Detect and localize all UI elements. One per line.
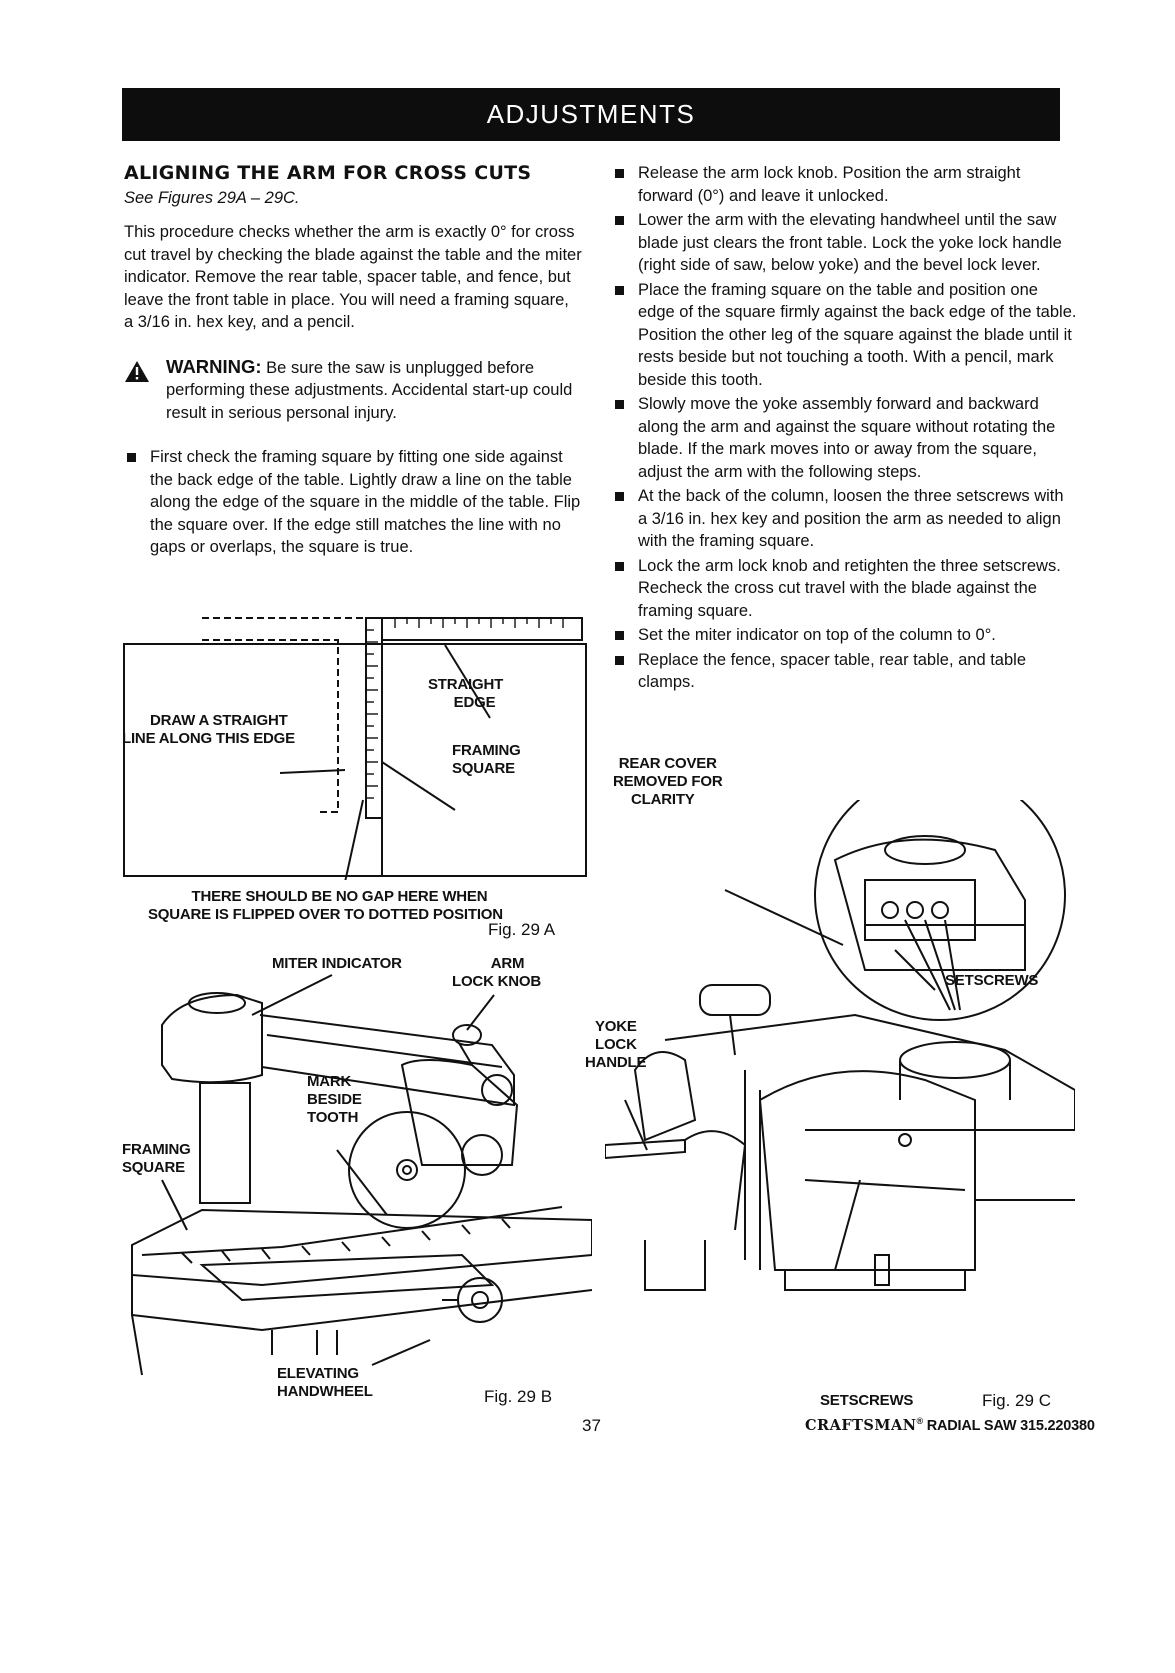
label-miter-indicator: MITER INDICATOR xyxy=(272,955,402,972)
label-elevating-handwheel: ELEVATING HANDWHEEL xyxy=(277,1365,373,1401)
label-line: SQUARE xyxy=(122,1159,185,1176)
note-no-gap: THERE SHOULD BE NO GAP HERE WHEN SQUARE … xyxy=(148,888,503,924)
footer-brand-model: CRAFTSMAN® RADIAL SAW 315.220380 xyxy=(805,1416,1095,1434)
left-column: ALIGNING THE ARM FOR CROSS CUTS See Figu… xyxy=(124,162,582,561)
label-arm-lock-knob: ARM LOCK KNOB xyxy=(452,955,541,991)
list-item: Replace the fence, spacer table, rear ta… xyxy=(612,649,1077,694)
page-number: 37 xyxy=(582,1416,601,1435)
warning-triangle-icon xyxy=(124,360,150,390)
label-setscrews-top: SETSCREWS xyxy=(945,972,1039,989)
section-heading: ALIGNING THE ARM FOR CROSS CUTS xyxy=(124,162,532,184)
warning-block: WARNING: Be sure the saw is unplugged be… xyxy=(124,356,582,425)
banner-title: ADJUSTMENTS xyxy=(486,99,696,129)
label-line: MARK xyxy=(307,1073,352,1090)
section-banner: ADJUSTMENTS xyxy=(122,88,1060,141)
list-item: Set the miter indicator on top of the co… xyxy=(612,624,1077,647)
label-line: SQUARE IS FLIPPED OVER TO DOTTED POSITIO… xyxy=(148,906,503,923)
figure-29a: DRAW A STRAIGHT LINE ALONG THIS EDGE STR… xyxy=(120,600,590,940)
radial-saw-illustration xyxy=(131,974,592,1376)
model-text: RADIAL SAW 315.220380 xyxy=(926,1417,1095,1434)
label-line: ARM xyxy=(490,955,525,972)
brand-logo-text: CRAFTSMAN xyxy=(805,1416,917,1434)
framing-square-diagram xyxy=(123,617,587,880)
label-yoke-lock-handle: YOKE LOCK HANDLE xyxy=(585,1018,647,1072)
label-line: TOOTH xyxy=(307,1109,359,1126)
label-line: HANDWHEEL xyxy=(277,1383,373,1400)
column-setscrews-illustration xyxy=(605,800,1075,1291)
label-line: DRAW A STRAIGHT xyxy=(150,712,288,729)
list-item: Lower the arm with the elevating handwhe… xyxy=(612,209,1077,277)
registered-mark: ® xyxy=(916,1416,923,1426)
label-framing-square: FRAMING SQUARE xyxy=(122,1141,191,1177)
label-line: FRAMING xyxy=(122,1141,191,1158)
label-line: REAR COVER xyxy=(618,755,717,772)
figure-29c: REAR COVER REMOVED FOR CLARITY SETSCREWS… xyxy=(585,755,1075,1409)
right-steps-list: Release the arm lock knob. Position the … xyxy=(612,162,1077,694)
label-line: LOCK xyxy=(595,1036,637,1053)
label-setscrews-bottom: SETSCREWS xyxy=(820,1392,914,1409)
label-straight-edge: STRAIGHT EDGE xyxy=(428,676,503,712)
list-item: Slowly move the yoke assembly forward an… xyxy=(612,393,1077,483)
left-steps-list: First check the framing square by fittin… xyxy=(124,446,582,559)
label-line: REMOVED FOR xyxy=(613,773,723,790)
figure-reference: See Figures 29A – 29C. xyxy=(124,188,300,207)
figure-caption: Fig. 29 C xyxy=(982,1391,1051,1410)
figure-29b: MITER INDICATOR ARM LOCK KNOB MARK BESID… xyxy=(122,955,592,1415)
label-line: FRAMING xyxy=(452,742,521,759)
label-line: SQUARE xyxy=(452,760,515,777)
list-item: At the back of the column, loosen the th… xyxy=(612,485,1077,553)
label-draw-line: DRAW A STRAIGHT LINE ALONG THIS EDGE xyxy=(122,712,295,748)
label-line: CLARITY xyxy=(631,791,695,808)
figure-caption: Fig. 29 B xyxy=(484,1387,553,1406)
label-line: LINE ALONG THIS EDGE xyxy=(122,730,295,747)
label-line: EDGE xyxy=(453,694,496,711)
right-column: Release the arm lock knob. Position the … xyxy=(612,162,1077,696)
label-framing-square: FRAMING SQUARE xyxy=(452,742,521,778)
list-item: Place the framing square on the table an… xyxy=(612,279,1077,392)
label-rear-cover-removed: REAR COVER REMOVED FOR CLARITY xyxy=(613,755,723,809)
list-item: Release the arm lock knob. Position the … xyxy=(612,162,1077,207)
intro-paragraph: This procedure checks whether the arm is… xyxy=(124,223,582,331)
list-item: First check the framing square by fittin… xyxy=(124,446,582,559)
label-line: HANDLE xyxy=(585,1054,647,1071)
figure-caption: Fig. 29 A xyxy=(488,920,556,939)
label-line: BESIDE xyxy=(307,1091,362,1108)
label-line: YOKE xyxy=(595,1018,637,1035)
warning-label: WARNING: xyxy=(166,355,262,377)
label-line: THERE SHOULD BE NO GAP HERE WHEN xyxy=(191,888,488,905)
warning-text: Be sure the saw is unplugged before perf… xyxy=(166,358,573,422)
list-item: Lock the arm lock knob and retighten the… xyxy=(612,555,1077,623)
label-mark-beside-tooth: MARK BESIDE TOOTH xyxy=(307,1073,362,1127)
label-line: STRAIGHT xyxy=(428,676,504,693)
label-line: LOCK KNOB xyxy=(452,973,542,990)
label-line: ELEVATING xyxy=(277,1365,359,1382)
